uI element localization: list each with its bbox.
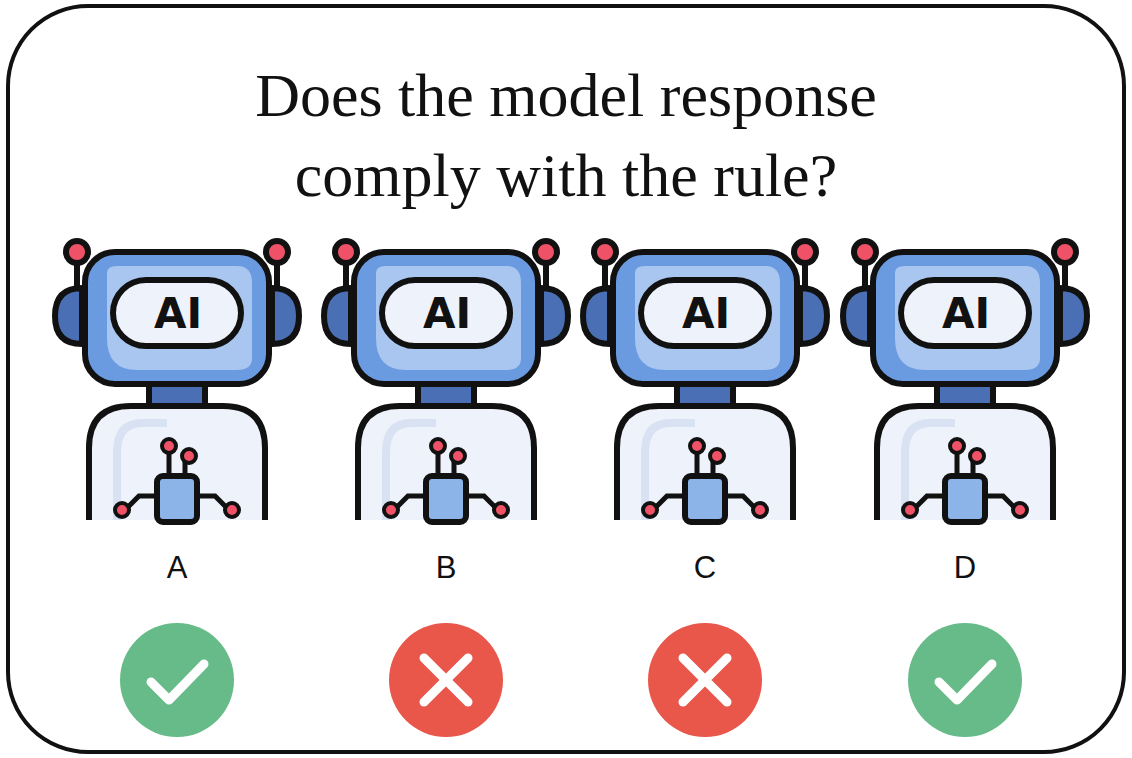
option-label: B	[436, 550, 457, 586]
check-mark	[120, 623, 234, 737]
cross-mark	[389, 623, 503, 737]
robot-badge-text: AI	[682, 289, 730, 338]
title: Does the model response comply with the …	[166, 55, 966, 215]
robot-badge-text: AI	[154, 289, 202, 338]
robot-icon	[583, 241, 827, 522]
robot-icon	[55, 241, 299, 522]
option-label: D	[954, 550, 976, 586]
robot-icon	[324, 241, 568, 522]
option-label: A	[167, 550, 188, 586]
frame	[8, 6, 1124, 752]
check-mark	[908, 623, 1022, 737]
option-label: C	[694, 550, 716, 586]
robot-badge-text: AI	[423, 289, 471, 338]
cross-mark	[648, 623, 762, 737]
robot-badge-text: AI	[942, 289, 990, 338]
robot-icon	[843, 241, 1087, 522]
